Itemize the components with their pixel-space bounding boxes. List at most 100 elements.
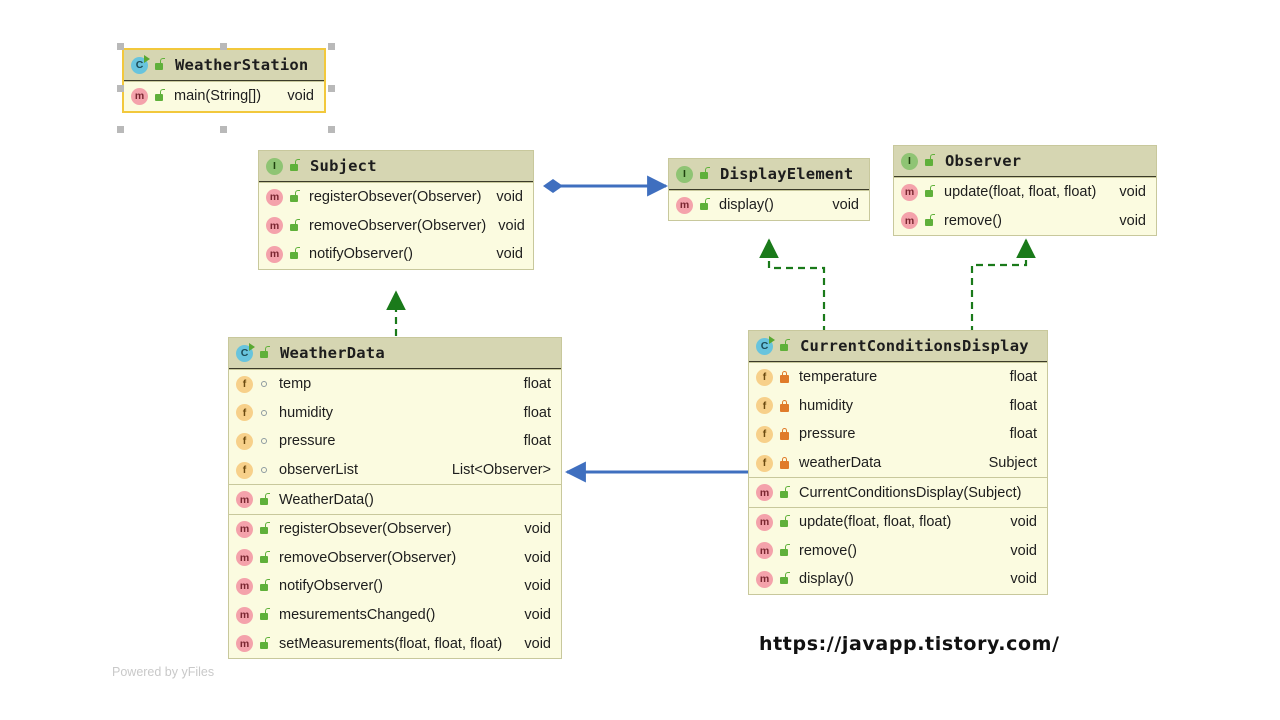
method-icon: m bbox=[756, 513, 773, 531]
member-type: Subject bbox=[988, 455, 1037, 472]
member-row[interactable]: m remove() void bbox=[894, 207, 1156, 236]
node-weather-station[interactable]: C WeatherStation m main(String[]) void bbox=[122, 48, 326, 113]
member-row[interactable]: m display() void bbox=[749, 565, 1047, 594]
public-lock-icon bbox=[153, 89, 166, 103]
node-title: WeatherData bbox=[280, 344, 385, 362]
public-lock-icon bbox=[258, 522, 271, 536]
node-current-conditions-display[interactable]: C CurrentConditionsDisplay f temperature… bbox=[748, 330, 1048, 595]
member-row[interactable]: m notifyObserver() void bbox=[259, 240, 533, 269]
interface-icon: I bbox=[901, 152, 918, 170]
selection-handle-n[interactable] bbox=[220, 43, 227, 50]
member-row[interactable]: m registerObsever(Observer) void bbox=[229, 515, 561, 544]
public-lock-icon bbox=[258, 579, 271, 593]
node-subject[interactable]: I Subject m registerObsever(Observer) vo… bbox=[258, 150, 534, 270]
selection-handle-ne[interactable] bbox=[328, 43, 335, 50]
public-lock-icon bbox=[258, 636, 271, 651]
selection-handle-se[interactable] bbox=[328, 126, 335, 133]
member-type: float bbox=[1009, 426, 1037, 443]
member-row[interactable]: m WeatherData() bbox=[229, 485, 561, 514]
member-name: pressure bbox=[799, 426, 856, 443]
public-lock-icon bbox=[778, 339, 791, 353]
member-type: float bbox=[523, 404, 551, 421]
member-row[interactable]: m registerObsever(Observer) void bbox=[259, 183, 533, 212]
member-name: registerObsever(Observer) bbox=[309, 189, 482, 206]
member-name: main(String[]) bbox=[174, 88, 262, 105]
member-row[interactable]: m mesurementsChanged() void bbox=[229, 601, 561, 630]
node-section-fields: f temp float f humidity float f pressure… bbox=[229, 369, 561, 484]
class-icon: C bbox=[756, 335, 775, 355]
method-icon: m bbox=[236, 577, 253, 595]
member-row[interactable]: m display() void bbox=[669, 191, 869, 220]
member-name: CurrentConditionsDisplay(Subject) bbox=[799, 484, 1022, 501]
method-icon: m bbox=[756, 570, 773, 588]
member-name: humidity bbox=[799, 397, 853, 414]
connector-ccd-to-displayelement[interactable] bbox=[759, 238, 826, 333]
member-name: update(float, float, float) bbox=[944, 184, 1097, 201]
member-row[interactable]: m remove() void bbox=[749, 537, 1047, 566]
selection-handle-sw[interactable] bbox=[117, 126, 124, 133]
node-header-subject: I Subject bbox=[259, 151, 533, 182]
member-row[interactable]: m update(float, float, float) void bbox=[894, 178, 1156, 207]
member-row[interactable]: m removeObserver(Observer) void bbox=[229, 544, 561, 573]
member-row[interactable]: f temperature float bbox=[749, 363, 1047, 392]
private-lock-icon bbox=[778, 399, 791, 413]
node-header-weather-data: C WeatherData bbox=[229, 338, 561, 369]
node-title: DisplayElement bbox=[720, 165, 854, 183]
member-row[interactable]: f weatherData Subject bbox=[749, 449, 1047, 478]
member-row[interactable]: m main(String[]) void bbox=[124, 82, 324, 111]
member-type: void bbox=[524, 635, 551, 652]
member-row[interactable]: f temp float bbox=[229, 370, 561, 399]
public-lock-icon bbox=[778, 515, 791, 529]
member-row[interactable]: m removeObserver(Observer) void bbox=[259, 212, 533, 241]
interface-icon: I bbox=[676, 165, 693, 183]
selection-handle-s[interactable] bbox=[220, 126, 227, 133]
member-row[interactable]: f humidity float bbox=[749, 392, 1047, 421]
member-name: mesurementsChanged() bbox=[279, 607, 436, 624]
member-row[interactable]: m notifyObserver() void bbox=[229, 572, 561, 601]
member-name: removeObserver(Observer) bbox=[279, 549, 457, 566]
package-visibility-icon bbox=[258, 463, 271, 477]
method-icon: m bbox=[236, 491, 253, 509]
connector-subject-to-displayelement[interactable] bbox=[543, 175, 669, 197]
connector-ccd-to-observer[interactable] bbox=[970, 238, 1036, 333]
member-row[interactable]: f pressure float bbox=[749, 420, 1047, 449]
member-name: humidity bbox=[279, 404, 333, 421]
member-row[interactable]: f observerList List<Observer> bbox=[229, 456, 561, 485]
node-title: WeatherStation bbox=[175, 56, 309, 74]
method-icon: m bbox=[756, 542, 773, 560]
member-type: void bbox=[1010, 514, 1037, 531]
selection-handle-w[interactable] bbox=[117, 85, 124, 92]
member-type: float bbox=[1009, 369, 1037, 386]
node-section-methods: m main(String[]) void bbox=[124, 81, 324, 111]
selection-handle-nw[interactable] bbox=[117, 43, 124, 50]
node-section-fields: f temperature float f humidity float f p… bbox=[749, 362, 1047, 477]
member-name: temperature bbox=[799, 369, 878, 386]
member-type: void bbox=[524, 578, 551, 595]
selection-handle-e[interactable] bbox=[328, 85, 335, 92]
method-icon: m bbox=[266, 245, 283, 263]
member-row[interactable]: f humidity float bbox=[229, 399, 561, 428]
method-icon: m bbox=[236, 635, 253, 653]
method-icon: m bbox=[901, 212, 918, 230]
node-title: Observer bbox=[945, 152, 1022, 170]
field-icon: f bbox=[236, 432, 253, 450]
public-lock-icon bbox=[258, 550, 271, 565]
private-lock-icon bbox=[778, 370, 791, 384]
member-row[interactable]: m setMeasurements(float, float, float) v… bbox=[229, 629, 561, 658]
node-display-element[interactable]: I DisplayElement m display() void bbox=[668, 158, 870, 221]
member-row[interactable]: f pressure float bbox=[229, 427, 561, 456]
node-section-methods: m display() void bbox=[669, 190, 869, 220]
public-lock-icon bbox=[288, 247, 301, 261]
field-icon: f bbox=[756, 454, 773, 472]
member-row[interactable]: m CurrentConditionsDisplay(Subject) bbox=[749, 478, 1047, 507]
node-header-observer: I Observer bbox=[894, 146, 1156, 177]
member-type: void bbox=[524, 521, 551, 538]
member-row[interactable]: m update(float, float, float) void bbox=[749, 508, 1047, 537]
node-weather-data[interactable]: C WeatherData f temp float f humidity fl… bbox=[228, 337, 562, 659]
package-visibility-icon bbox=[258, 406, 271, 420]
node-observer[interactable]: I Observer m update(float, float, float)… bbox=[893, 145, 1157, 237]
public-lock-icon bbox=[778, 543, 791, 558]
member-name: remove() bbox=[944, 212, 1003, 229]
node-section-constructors: m WeatherData() bbox=[229, 484, 561, 514]
